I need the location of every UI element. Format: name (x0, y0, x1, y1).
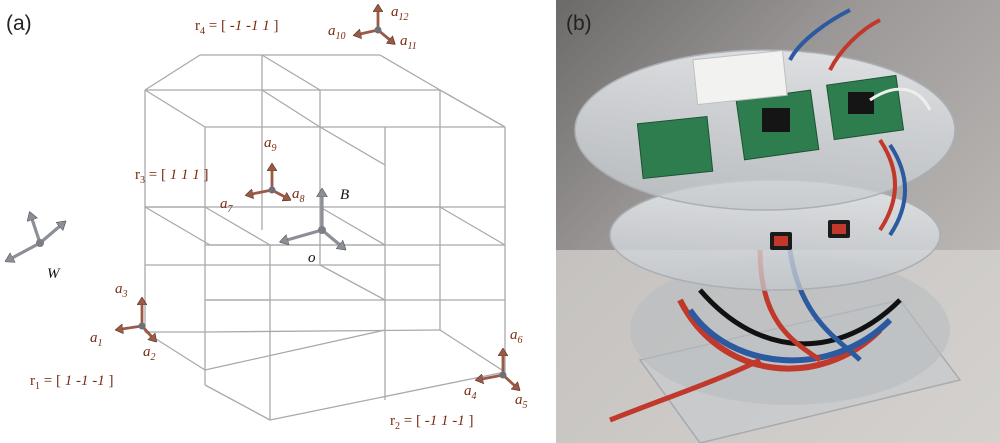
marker-a8-label: a8 (292, 186, 305, 205)
body-frame: B o (287, 187, 349, 266)
marker-cluster-r4 (360, 11, 390, 40)
cube-grid (144, 54, 506, 421)
panel-a: (a) (6, 4, 528, 432)
marker-a2-label: a2 (143, 344, 156, 363)
marker-cluster-r3 (252, 170, 285, 197)
body-origin-label: o (308, 250, 316, 266)
panel-b-label: (b) (566, 12, 592, 35)
marker-a10-label: a10 (328, 23, 346, 42)
marker-a3-label: a3 (115, 281, 128, 300)
marker-a9-label: a9 (264, 135, 277, 154)
position-r3-label: r3 = [ 1 1 1 ] (135, 167, 208, 186)
marker-a11-label: a11 (400, 33, 417, 52)
position-r1-label: r1 = [ 1 -1 -1 ] (30, 373, 113, 392)
marker-cluster-r1 (122, 304, 152, 337)
marker-a1-label: a1 (90, 330, 103, 349)
position-r4-label: r4 = [ -1 -1 1 ] (195, 18, 278, 37)
panel-a-label: (a) (6, 12, 32, 35)
marker-cluster-r2 (482, 355, 515, 386)
panel-b-photo: (b) (556, 0, 1000, 443)
marker-a5-label: a5 (515, 392, 528, 411)
marker-a4-label: a4 (464, 383, 477, 402)
world-frame: W (12, 219, 61, 282)
marker-a12-label: a12 (391, 4, 409, 23)
position-r2-label: r2 = [ -1 1 -1 ] (390, 413, 473, 432)
body-frame-label: B (340, 187, 349, 203)
world-frame-label: W (47, 266, 61, 282)
marker-a6-label: a6 (510, 327, 523, 346)
marker-a7-label: a7 (220, 196, 234, 215)
